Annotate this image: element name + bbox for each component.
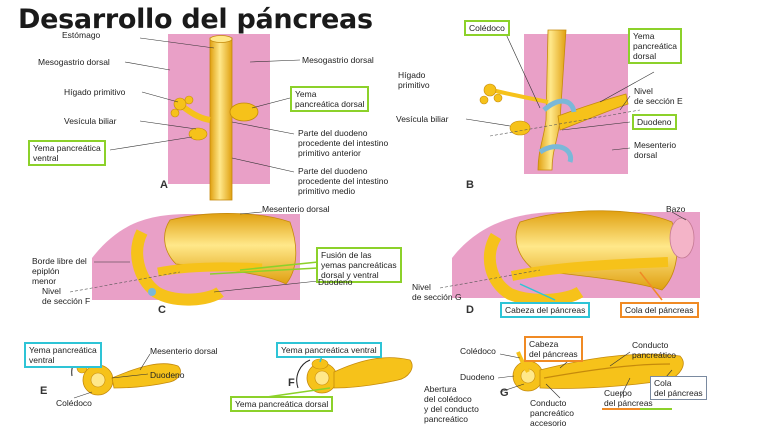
panel-c-drawing (69, 211, 319, 306)
label-b-nivel: Nivel de sección E (634, 86, 683, 106)
panel-e-dorsal-bud (111, 363, 181, 389)
panel-letter-c: C (158, 304, 166, 316)
label-c-duodeno: Duodeno (318, 277, 353, 287)
label-g-cola: Cola del páncreas (650, 376, 707, 400)
label-c-fusion: Fusión de las yemas pancreáticas dorsal … (316, 247, 402, 283)
label-b-coledoco: Colédoco (464, 20, 510, 36)
panel-letter-f: F (288, 377, 295, 389)
panel-d-spleen (669, 217, 695, 259)
panel-d-pancreas (510, 257, 669, 281)
panel-g-pancreatic-duct (543, 363, 671, 379)
label-d-cola: Cola del páncreas (620, 302, 699, 318)
label-g-cuerpo: Cuerpo del páncreas (604, 388, 653, 408)
label-a-mesogastrio-right: Mesogastrio dorsal (302, 55, 374, 65)
label-a-mesogastrio-left: Mesogastrio dorsal (38, 57, 110, 67)
label-g-abertura: Abertura del colédoco y del conducto pan… (424, 384, 479, 424)
label-b-vesicula: Vesícula biliar (396, 114, 449, 124)
label-g-duodeno: Duodeno (460, 372, 495, 382)
label-b-mesenterio: Mesenterio dorsal (634, 140, 677, 160)
label-f-yema-dorsal: Yema pancreática dorsal (230, 396, 334, 412)
panel-c-pancreas (157, 262, 263, 277)
label-d-bazo: Bazo (666, 204, 686, 214)
panel-d-drawing (439, 210, 700, 306)
slide-title: Desarrollo del páncreas (18, 4, 373, 35)
label-d-cabeza: Cabeza del páncreas (500, 302, 591, 318)
label-b-duodeno: Duodeno (632, 114, 677, 130)
panel-a-liver-bud (173, 97, 187, 111)
label-e-duodeno: Duodeno (150, 370, 185, 380)
panel-f-pancreas (333, 357, 413, 389)
panel-letter-a: A (160, 179, 168, 191)
panel-b-gut-tube (537, 29, 567, 171)
label-e-mesenterio: Mesenterio dorsal (150, 346, 218, 356)
panel-d-duodenum (483, 232, 584, 306)
panel-a-drawing (109, 34, 301, 201)
label-a-vesicula: Vesícula biliar (64, 116, 117, 126)
panel-b-drawing (465, 29, 655, 174)
label-f-yema-ventral: Yema pancreática ventral (276, 342, 382, 358)
label-b-higado: Hígado primitivo (398, 70, 430, 90)
label-a-yema-ventral: Yema pancreática ventral (28, 140, 106, 166)
label-d-nivel: Nivel de sección G (412, 282, 462, 302)
panel-f-drawing (259, 355, 413, 399)
label-a-duodeno-anterior: Parte del duodeno procedente del intesti… (298, 128, 389, 158)
panel-letter-b: B (466, 179, 474, 191)
panel-g-drawing (497, 351, 684, 410)
label-a-higado: Hígado primitivo (64, 87, 126, 97)
label-a-estomago: Estómago (62, 30, 101, 40)
label-b-yema-dorsal: Yema pancreática dorsal (628, 28, 682, 64)
panel-letter-g: G (500, 387, 509, 399)
label-g-coledoco: Colédoco (460, 346, 496, 356)
panel-a-dorsal-bud (229, 102, 259, 122)
label-e-coledoco: Colédoco (56, 398, 92, 408)
label-g-cabeza: Cabeza del páncreas (524, 336, 583, 362)
panel-a-ventral-bud (188, 127, 208, 141)
panel-a-gut-tube (209, 37, 233, 201)
panel-letter-d: D (466, 304, 474, 316)
label-g-conducto-accesorio: Conducto pancreático accesorio (530, 398, 574, 428)
label-c-mesenterio: Mesenterio dorsal (262, 204, 330, 214)
panel-letter-e: E (40, 385, 48, 397)
label-e-yema-ventral: Yema pancreática ventral (24, 342, 102, 368)
label-c-borde-libre: Borde libre del epiplón menor (32, 256, 87, 286)
label-c-nivel: Nivel de sección F (42, 286, 91, 306)
label-a-duodeno-medio: Parte del duodeno procedente del intesti… (298, 166, 389, 196)
label-a-yema-dorsal: Yema pancreática dorsal (290, 86, 370, 112)
label-g-conducto: Conducto pancreático (632, 340, 676, 360)
panel-c-stomach (164, 213, 297, 285)
panel-g-pancreas (539, 353, 684, 389)
